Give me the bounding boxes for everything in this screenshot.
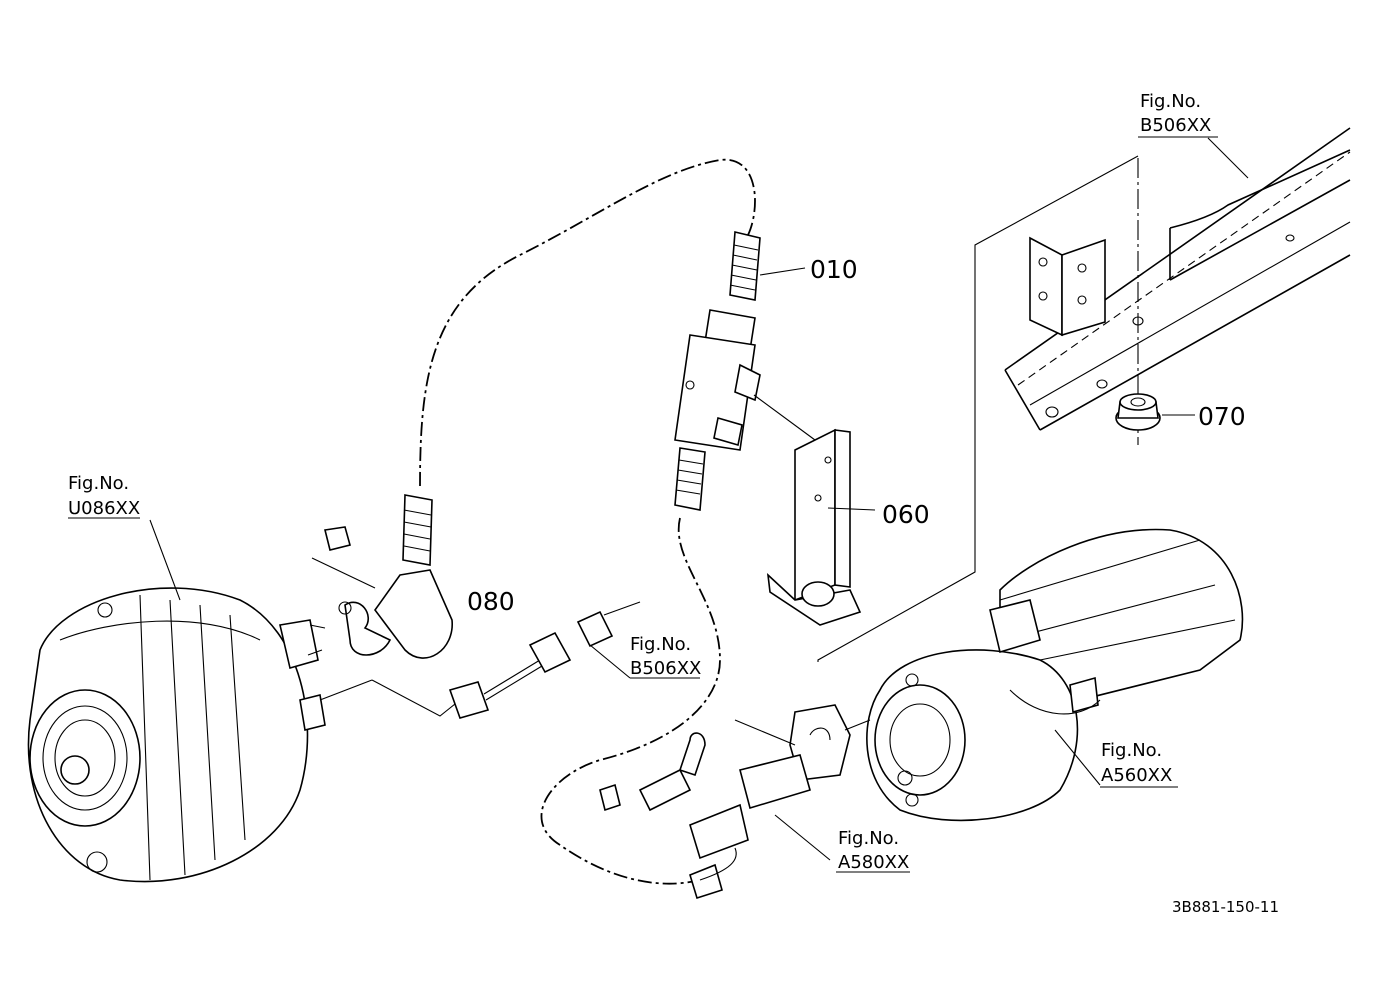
drawing-id: 3B881-150-11: [1172, 898, 1279, 916]
part-070-flange-nut[interactable]: [1115, 393, 1195, 431]
fig-ref-bottom-line2: A580XX: [838, 852, 909, 873]
part-label-060[interactable]: 060: [882, 500, 930, 529]
fig-ref-top-right-line1: Fig.No.: [1140, 91, 1201, 112]
fig-ref-middle-line2: B506XX: [630, 658, 701, 679]
fig-ref-left-line2: U086XX: [68, 498, 140, 519]
alternator: [27, 587, 326, 883]
part-label-070[interactable]: 070: [1198, 402, 1246, 431]
part-060-bracket[interactable]: [753, 394, 876, 626]
terminal-group: [599, 704, 871, 900]
frame-rail: [1004, 127, 1351, 445]
fig-ref-starter-line1: Fig.No.: [1101, 740, 1162, 761]
part-080-fusible-link[interactable]: [448, 601, 700, 719]
leader-u086: [149, 519, 181, 601]
fig-ref-middle-line1: Fig.No.: [630, 634, 691, 655]
fig-ref-top-right-line2: B506XX: [1140, 115, 1211, 136]
part-010-cable[interactable]: [419, 159, 806, 885]
part-label-010[interactable]: 010: [810, 255, 858, 284]
ring-terminal[interactable]: [311, 494, 461, 717]
fig-ref-starter-line2: A560XX: [1101, 765, 1172, 786]
part-label-080[interactable]: 080: [467, 587, 515, 616]
fig-ref-left-line1: Fig.No.: [68, 473, 129, 494]
region-outline: [817, 155, 1139, 662]
leader-b506-top: [1207, 137, 1249, 179]
fig-ref-bottom-line1: Fig.No.: [838, 828, 899, 849]
starter-motor: [866, 528, 1244, 822]
